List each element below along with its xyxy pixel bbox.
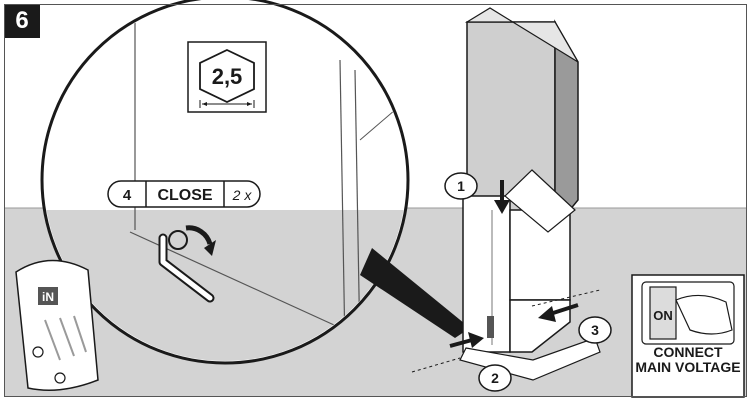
screw-icon (32, 346, 44, 358)
connect-caption-line2: MAIN VOLTAGE (635, 359, 741, 375)
arrow-left-icon (549, 303, 579, 316)
rotate-arrow-icon (185, 225, 213, 245)
arrow-right-icon (449, 338, 473, 348)
magnified-wall-edge (339, 59, 346, 351)
hex-icon (199, 49, 255, 103)
screw-icon (54, 372, 66, 384)
device-logo-label: iN (42, 290, 54, 304)
callout-3 (578, 316, 612, 344)
logo-box (38, 287, 58, 305)
callout-2-label: 2 (491, 370, 499, 386)
close-step-number: 4 (123, 187, 132, 204)
connect-caption-line1: CONNECT (653, 344, 723, 360)
magnified-shelf-line (359, 109, 396, 141)
close-action-label: CLOSE (157, 187, 212, 204)
callout-1-label: 1 (457, 178, 465, 194)
close-count-label: 2 x (232, 187, 253, 203)
switch-rocker (649, 286, 677, 340)
step-number-badge: 6 (4, 4, 40, 38)
magnifier-pointer (360, 248, 470, 338)
power-switch-panel (631, 274, 745, 398)
screw-head-icon (168, 230, 188, 250)
connect-caption: CONNECT MAIN VOLTAGE (632, 345, 744, 375)
callout-2 (478, 364, 512, 392)
hex-size-label: 2,5 (212, 64, 243, 89)
remote-control (15, 259, 99, 391)
stand-base (459, 169, 601, 381)
callout-1 (444, 172, 478, 200)
hex-size-box (187, 41, 267, 113)
switch-state-label: ON (653, 308, 673, 323)
hand-icon (675, 294, 733, 335)
callout-3-label: 3 (591, 322, 599, 338)
close-instruction (107, 180, 261, 208)
